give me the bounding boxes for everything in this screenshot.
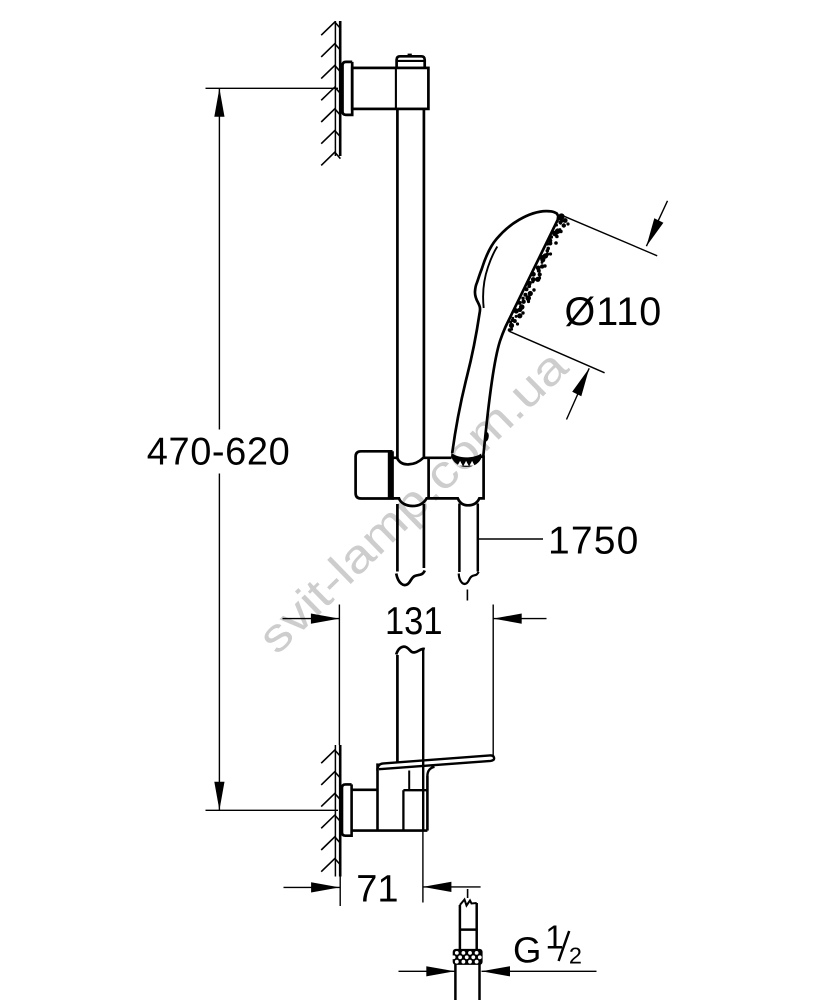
svg-text:470-620: 470-620 (147, 431, 290, 474)
svg-text:2: 2 (569, 942, 582, 968)
svg-text:Ø110: Ø110 (565, 290, 663, 334)
svg-text:131: 131 (385, 600, 443, 643)
svg-text:G: G (513, 929, 541, 970)
svg-text:71: 71 (356, 869, 398, 911)
svg-text:1: 1 (545, 918, 563, 955)
svg-text:1750: 1750 (548, 519, 640, 562)
